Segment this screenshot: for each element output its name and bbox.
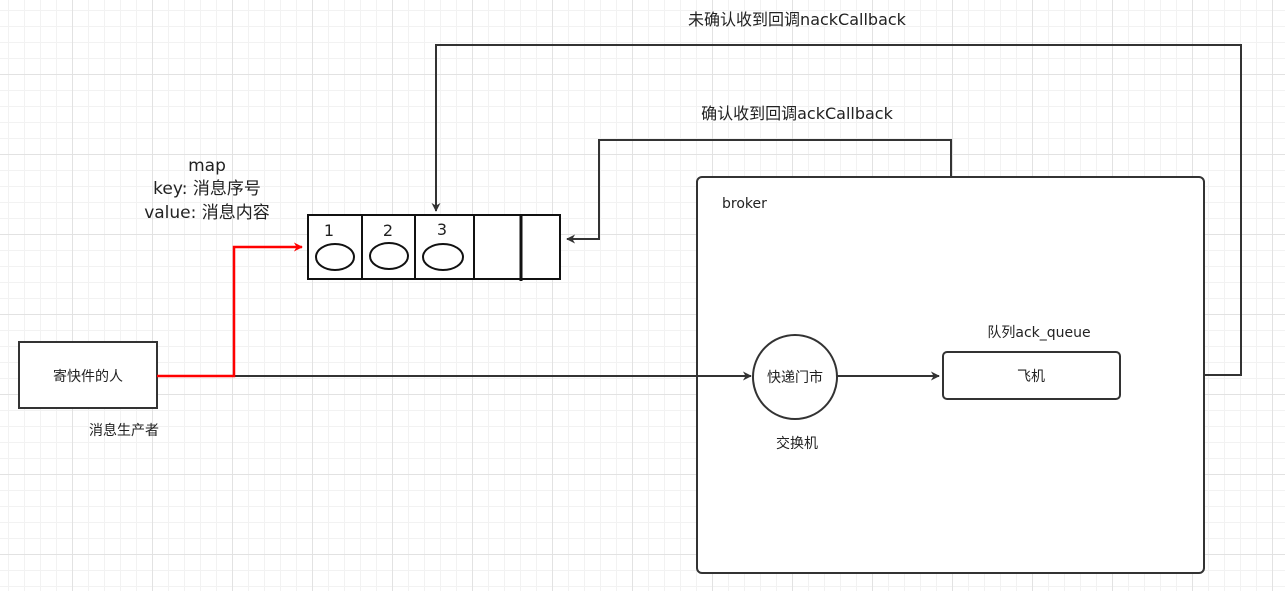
map-label-line1: map [188,156,226,176]
exchange-caption: 交换机 [776,435,818,452]
map-slot-3-number: 3 [437,220,447,239]
message-map: 1 2 3 [307,214,561,281]
exchange-label: 快递门市 [767,369,823,386]
queue-caption: 队列ack_queue [987,325,1090,341]
nack-callback-line [431,44,1242,376]
ack-callback-line [566,139,952,244]
map-label-line3: value: 消息内容 [144,203,270,223]
queue-box[interactable] [942,351,1121,400]
map-slot-1-number: 1 [324,221,334,240]
store-message-line [157,242,303,378]
nack-callback-label: 未确认收到回调nackCallback [688,10,907,29]
map-label-line2: key: 消息序号 [153,179,261,199]
map-slot-5[interactable] [520,214,561,280]
message-2-icon [369,242,409,270]
producer-label: 寄快件的人 [53,368,123,385]
broker-title: broker [722,196,767,212]
map-slot-4[interactable] [473,214,522,280]
message-3-icon [422,243,464,271]
queue-label: 飞机 [1017,369,1045,385]
message-1-icon [315,243,355,271]
map-slot-2-number: 2 [383,221,393,240]
producer-caption: 消息生产者 [89,422,159,439]
ack-callback-label: 确认收到回调ackCallback [701,104,893,123]
producer-box[interactable] [18,341,158,409]
